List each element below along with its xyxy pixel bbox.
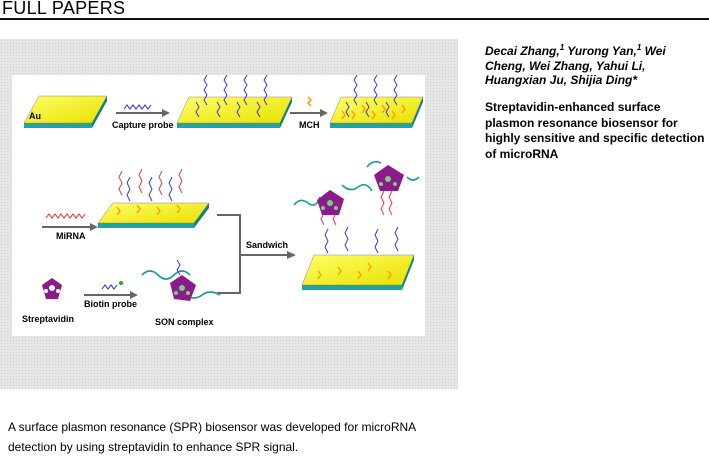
label-au: Au bbox=[29, 111, 41, 121]
author-list: Decai Zhang,1 Yurong Yan,1 Wei Cheng, We… bbox=[485, 41, 700, 88]
biotin-dot-icon bbox=[119, 281, 123, 285]
chip-mirna bbox=[97, 202, 210, 228]
sandwich-arrowhead bbox=[287, 251, 296, 259]
sandwich-streptavidin-left bbox=[317, 190, 344, 215]
sandwich-connector bbox=[217, 214, 287, 294]
author-line-1: Decai Zhang,1 Yurong Yan,1 Wei bbox=[485, 43, 666, 58]
arrow-mch bbox=[290, 109, 328, 117]
label-son-complex: SON complex bbox=[155, 317, 214, 327]
scheme-figure: Au Capture probe MCH bbox=[12, 75, 425, 336]
chip-au bbox=[23, 95, 108, 128]
arrow-capture bbox=[116, 109, 170, 117]
streptavidin-icon bbox=[42, 278, 62, 299]
label-streptavidin: Streptavidin bbox=[22, 314, 74, 324]
author-line-2: Cheng, Wei Zhang, Yahui Li, bbox=[485, 58, 646, 73]
chip-capture bbox=[176, 96, 293, 128]
section-header: FULL PAPERS bbox=[2, 0, 126, 18]
capture-probes bbox=[195, 75, 268, 118]
son-complex-icon bbox=[141, 259, 221, 301]
biotin-probe-icon bbox=[101, 284, 118, 290]
label-mch: MCH bbox=[299, 120, 320, 130]
sandwich-streptavidin-right bbox=[374, 165, 404, 191]
abstract-text: A surface plasmon resonance (SPR) biosen… bbox=[8, 420, 416, 454]
mirna-icon bbox=[45, 213, 86, 219]
label-capture-probe: Capture probe bbox=[112, 120, 174, 130]
mch-icon bbox=[306, 96, 313, 107]
author-line-3: Huangxian Ju, Shijia Ding* bbox=[485, 73, 638, 87]
arrow-biotin bbox=[84, 291, 138, 299]
chip-sandwich bbox=[301, 254, 415, 290]
capture-probe-icon bbox=[123, 104, 152, 110]
label-mirna: MiRNA bbox=[56, 231, 86, 241]
label-sandwich: Sandwich bbox=[246, 240, 288, 250]
capture-probes-mch bbox=[341, 75, 406, 120]
paper-title: Streptavidin-enhanced surface plasmon re… bbox=[485, 100, 705, 161]
header-rule bbox=[0, 18, 709, 20]
arrow-mirna bbox=[42, 223, 98, 231]
mirna-hybrids bbox=[116, 168, 183, 216]
label-biotin-probe: Biotin probe bbox=[84, 299, 137, 309]
